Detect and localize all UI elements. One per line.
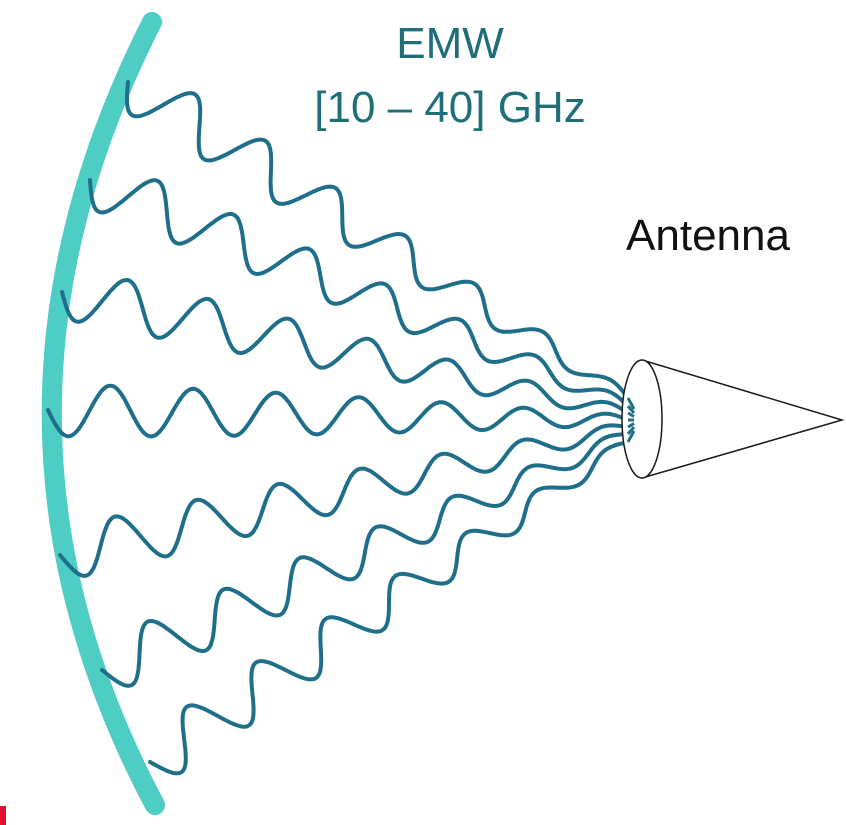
- wave-line: [60, 277, 630, 415]
- wave-tip: [626, 430, 636, 443]
- wave-line: [125, 80, 630, 400]
- antenna-aperture: [621, 359, 663, 479]
- wave-tips-group: [626, 397, 636, 443]
- corner-mark: [0, 806, 6, 825]
- wave-tip: [626, 405, 636, 414]
- wave-line: [100, 432, 630, 688]
- wave-line: [88, 178, 630, 408]
- wave-tip: [627, 422, 635, 429]
- wave-line: [148, 440, 630, 776]
- wave-tip: [626, 397, 636, 410]
- wave-tip: [627, 411, 635, 418]
- wave-line: [58, 423, 630, 578]
- antenna-cone-body: [641, 359, 845, 479]
- reflector-dish: [41, 12, 165, 815]
- reflector-surface: [41, 12, 165, 815]
- emw-frequency-range: [10 – 40] GHz: [314, 83, 585, 132]
- antenna-label: Antenna: [626, 211, 790, 260]
- wave-line: [46, 383, 630, 439]
- emw-title: EMW: [396, 19, 504, 68]
- wave-tip: [626, 426, 636, 435]
- wave-group: [46, 80, 630, 776]
- antenna-cone: [621, 359, 845, 479]
